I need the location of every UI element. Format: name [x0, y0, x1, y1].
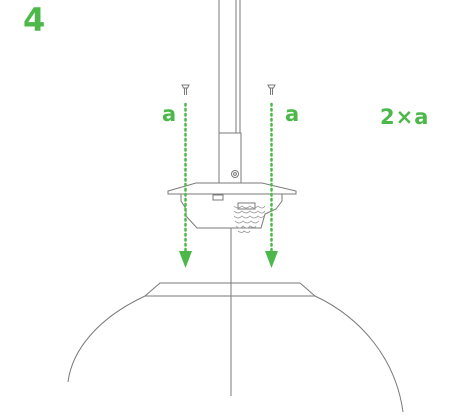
arrow-down-icon	[179, 102, 192, 268]
screw-label-left: a	[162, 102, 177, 126]
screw-icon	[181, 84, 190, 95]
cord-coil	[233, 205, 266, 233]
mounting-bracket	[167, 182, 297, 229]
screw-quantity-label: 2×a	[380, 105, 430, 129]
screw-icon	[267, 84, 276, 95]
suspension-cable	[218, 0, 241, 135]
cable-grip	[218, 132, 242, 184]
screw-label-right: a	[285, 102, 300, 126]
step-number: 4	[23, 1, 46, 39]
lamp-shade	[67, 282, 404, 413]
arrow-down-icon	[265, 102, 278, 268]
